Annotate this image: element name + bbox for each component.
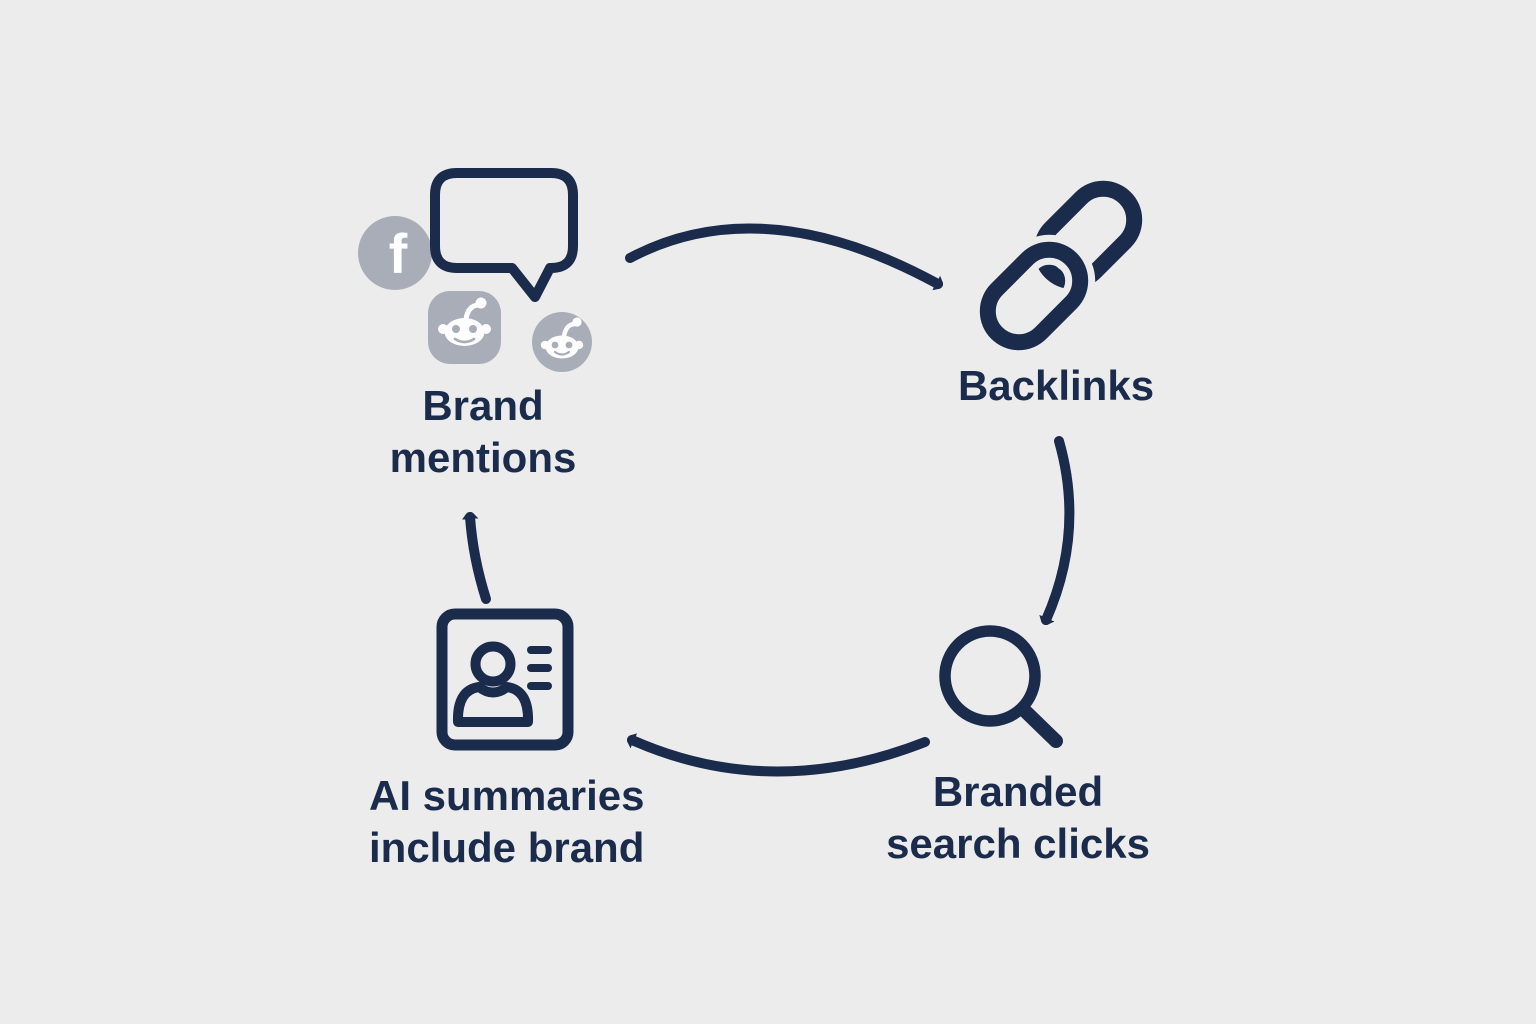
- chain-link-icon: [972, 180, 1143, 358]
- profile-card-icon: [436, 608, 574, 751]
- facebook-icon: f: [358, 216, 432, 290]
- brand-mentions-label: Brand mentions: [389, 382, 577, 481]
- arrow-backlinks-to-branded-search: [1046, 436, 1075, 625]
- reddit-icon: [428, 291, 501, 364]
- magnifier-icon: [939, 625, 1063, 748]
- backlinks-label: Backlinks: [957, 362, 1155, 409]
- arrow-branded-search-to-ai-summaries: [627, 740, 930, 777]
- ai-summaries-label: AI summaries include brand: [369, 772, 645, 871]
- arrow-ai-summaries-to-brand-mentions: [470, 512, 486, 604]
- facebook-f-glyph: f: [389, 222, 408, 285]
- branded-search-clicks-label: Branded search clicks: [886, 768, 1150, 867]
- arrow-brand-mentions-to-backlinks: [625, 223, 943, 284]
- speech-bubble-icon: [430, 168, 578, 302]
- reddit-icon: [532, 312, 592, 372]
